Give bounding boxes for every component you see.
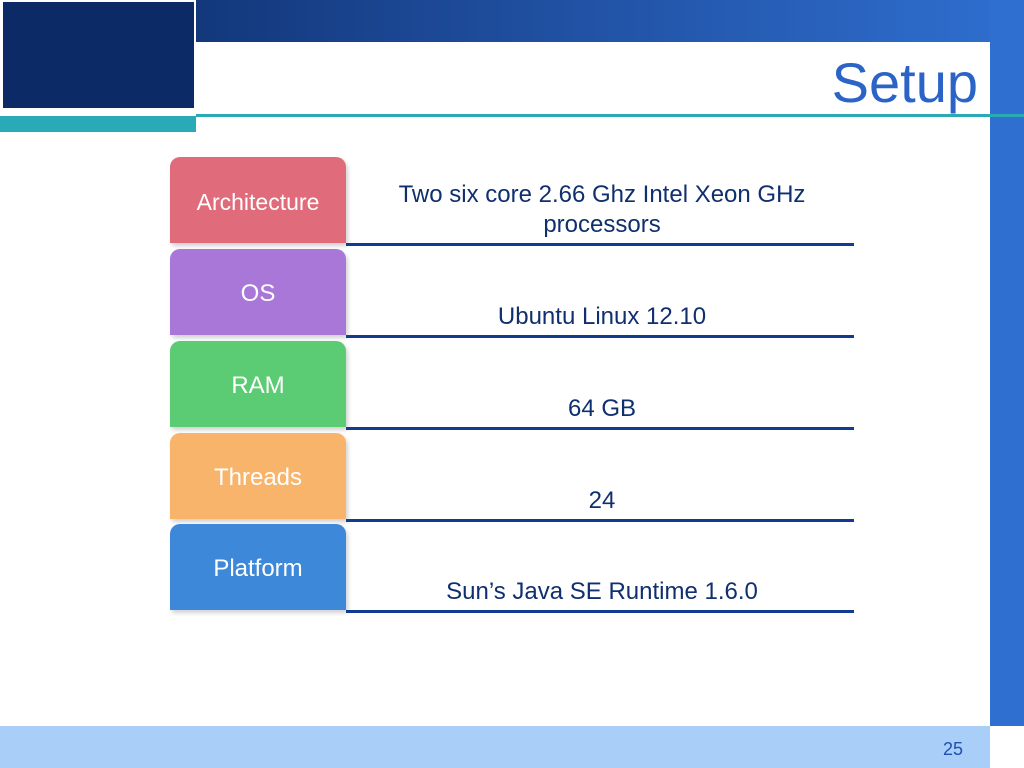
spec-label-box: Threads xyxy=(170,433,346,519)
row-divider xyxy=(346,243,854,246)
accent-rule xyxy=(196,114,1024,117)
spec-row-architecture: Architecture Two six core 2.66 Ghz Intel… xyxy=(170,157,854,247)
row-divider xyxy=(346,335,854,338)
spec-value: 64 GB xyxy=(567,395,637,422)
spec-label-box: Architecture xyxy=(170,157,346,243)
spec-row-threads: Threads 24 xyxy=(170,433,854,523)
spec-label-box: OS xyxy=(170,249,346,335)
spec-row-ram: RAM 64 GB xyxy=(170,341,854,431)
spec-value: Sun’s Java SE Runtime 1.6.0 xyxy=(446,578,758,605)
row-divider xyxy=(346,610,854,613)
spec-value: Ubuntu Linux 12.10 xyxy=(497,303,707,330)
spec-value: 24 xyxy=(588,487,616,514)
spec-label-box: RAM xyxy=(170,341,346,427)
row-divider xyxy=(346,427,854,430)
footer-banner xyxy=(0,726,1024,768)
spec-row-os: OS Ubuntu Linux 12.10 xyxy=(170,249,854,339)
accent-bar xyxy=(0,116,196,132)
spec-label-box: Platform xyxy=(170,524,346,610)
page-number: 25 xyxy=(942,739,963,759)
spec-row-platform: Platform Sun’s Java SE Runtime 1.6.0 xyxy=(170,524,854,614)
spec-value: Two six core 2.66 Ghz Intel Xeon GHz pro… xyxy=(398,181,806,238)
logo-frame xyxy=(0,0,196,112)
footer-corner xyxy=(990,726,1024,768)
slide-title: Setup xyxy=(831,51,978,114)
logo-square xyxy=(3,2,194,108)
row-divider xyxy=(346,519,854,522)
right-banner xyxy=(990,0,1024,768)
